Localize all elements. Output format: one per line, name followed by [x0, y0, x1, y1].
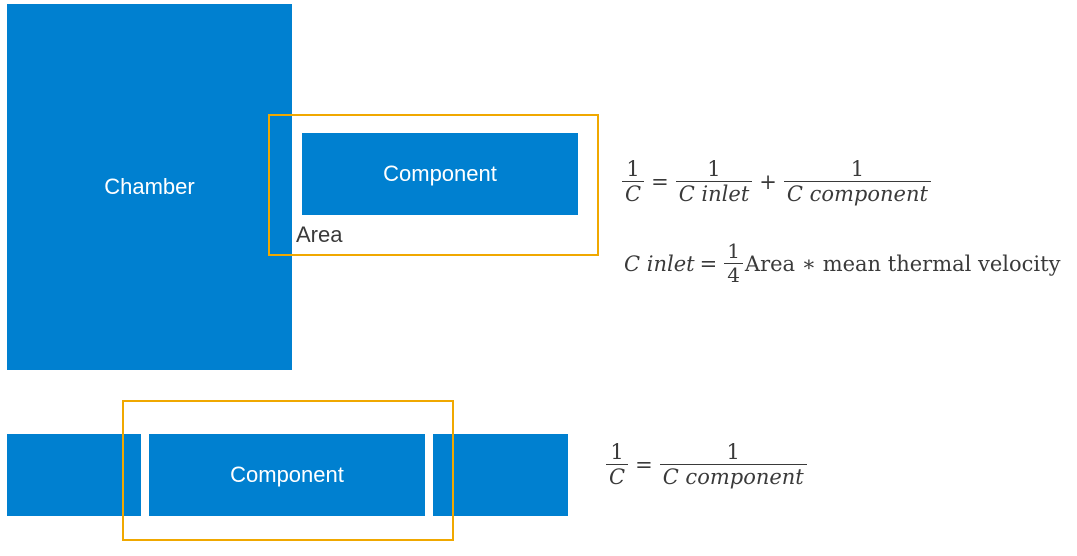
eq2-rhs: Area ∗ mean thermal velocity: [744, 251, 1061, 276]
component-block-top: Component: [302, 133, 578, 215]
eq3-rhs-num: 1: [726, 440, 740, 464]
equation-inlet-conductance: C inlet = 1 4 Area ∗ mean thermal veloci…: [624, 240, 1060, 287]
eq1-plus: +: [759, 169, 777, 194]
eq3-lhs-fraction: 1 C: [606, 440, 629, 489]
eq1-term2-fraction: 1 C component: [783, 157, 931, 206]
component-frame-bottom: [122, 400, 454, 541]
eq2-equals: =: [699, 251, 718, 276]
eq1-term1-fraction: 1 C inlet: [675, 157, 753, 206]
eq1-lhs-num: 1: [626, 157, 640, 181]
component-label-top: Component: [383, 161, 497, 186]
pipe-left-segment: [7, 434, 141, 516]
component-label-bottom: Component: [230, 462, 344, 487]
eq1-term2-den: C component: [783, 181, 931, 206]
eq1-lhs-den: C: [622, 181, 645, 206]
component-block-bottom: Component: [149, 434, 425, 516]
eq1-lhs-fraction: 1 C: [622, 157, 645, 206]
eq3-rhs-fraction: 1 C component: [659, 440, 807, 489]
inlet-area-frame: [268, 114, 599, 256]
equation-component-only: 1 C = 1 C component: [604, 440, 809, 489]
eq1-term1-den: C inlet: [675, 181, 753, 206]
eq3-equals: =: [635, 452, 653, 477]
eq2-frac-num: 1: [727, 239, 740, 263]
chamber-block: Chamber: [7, 4, 292, 370]
pipe-right-segment: [433, 434, 568, 516]
eq3-lhs-den: C: [606, 464, 629, 489]
eq3-rhs-den: C component: [659, 464, 807, 489]
area-label: Area: [296, 222, 343, 247]
eq1-term2-num: 1: [850, 157, 865, 181]
equation-conductance-series: 1 C = 1 C inlet + 1 C component: [620, 157, 933, 206]
chamber-label: Chamber: [104, 174, 195, 199]
eq1-term1-num: 1: [707, 157, 721, 181]
eq2-frac-den: 4: [724, 263, 743, 287]
eq1-equals: =: [651, 169, 669, 194]
eq2-lhs: C inlet: [624, 251, 695, 276]
eq2-quarter-fraction: 1 4: [724, 240, 743, 287]
eq3-lhs-num: 1: [610, 440, 624, 464]
